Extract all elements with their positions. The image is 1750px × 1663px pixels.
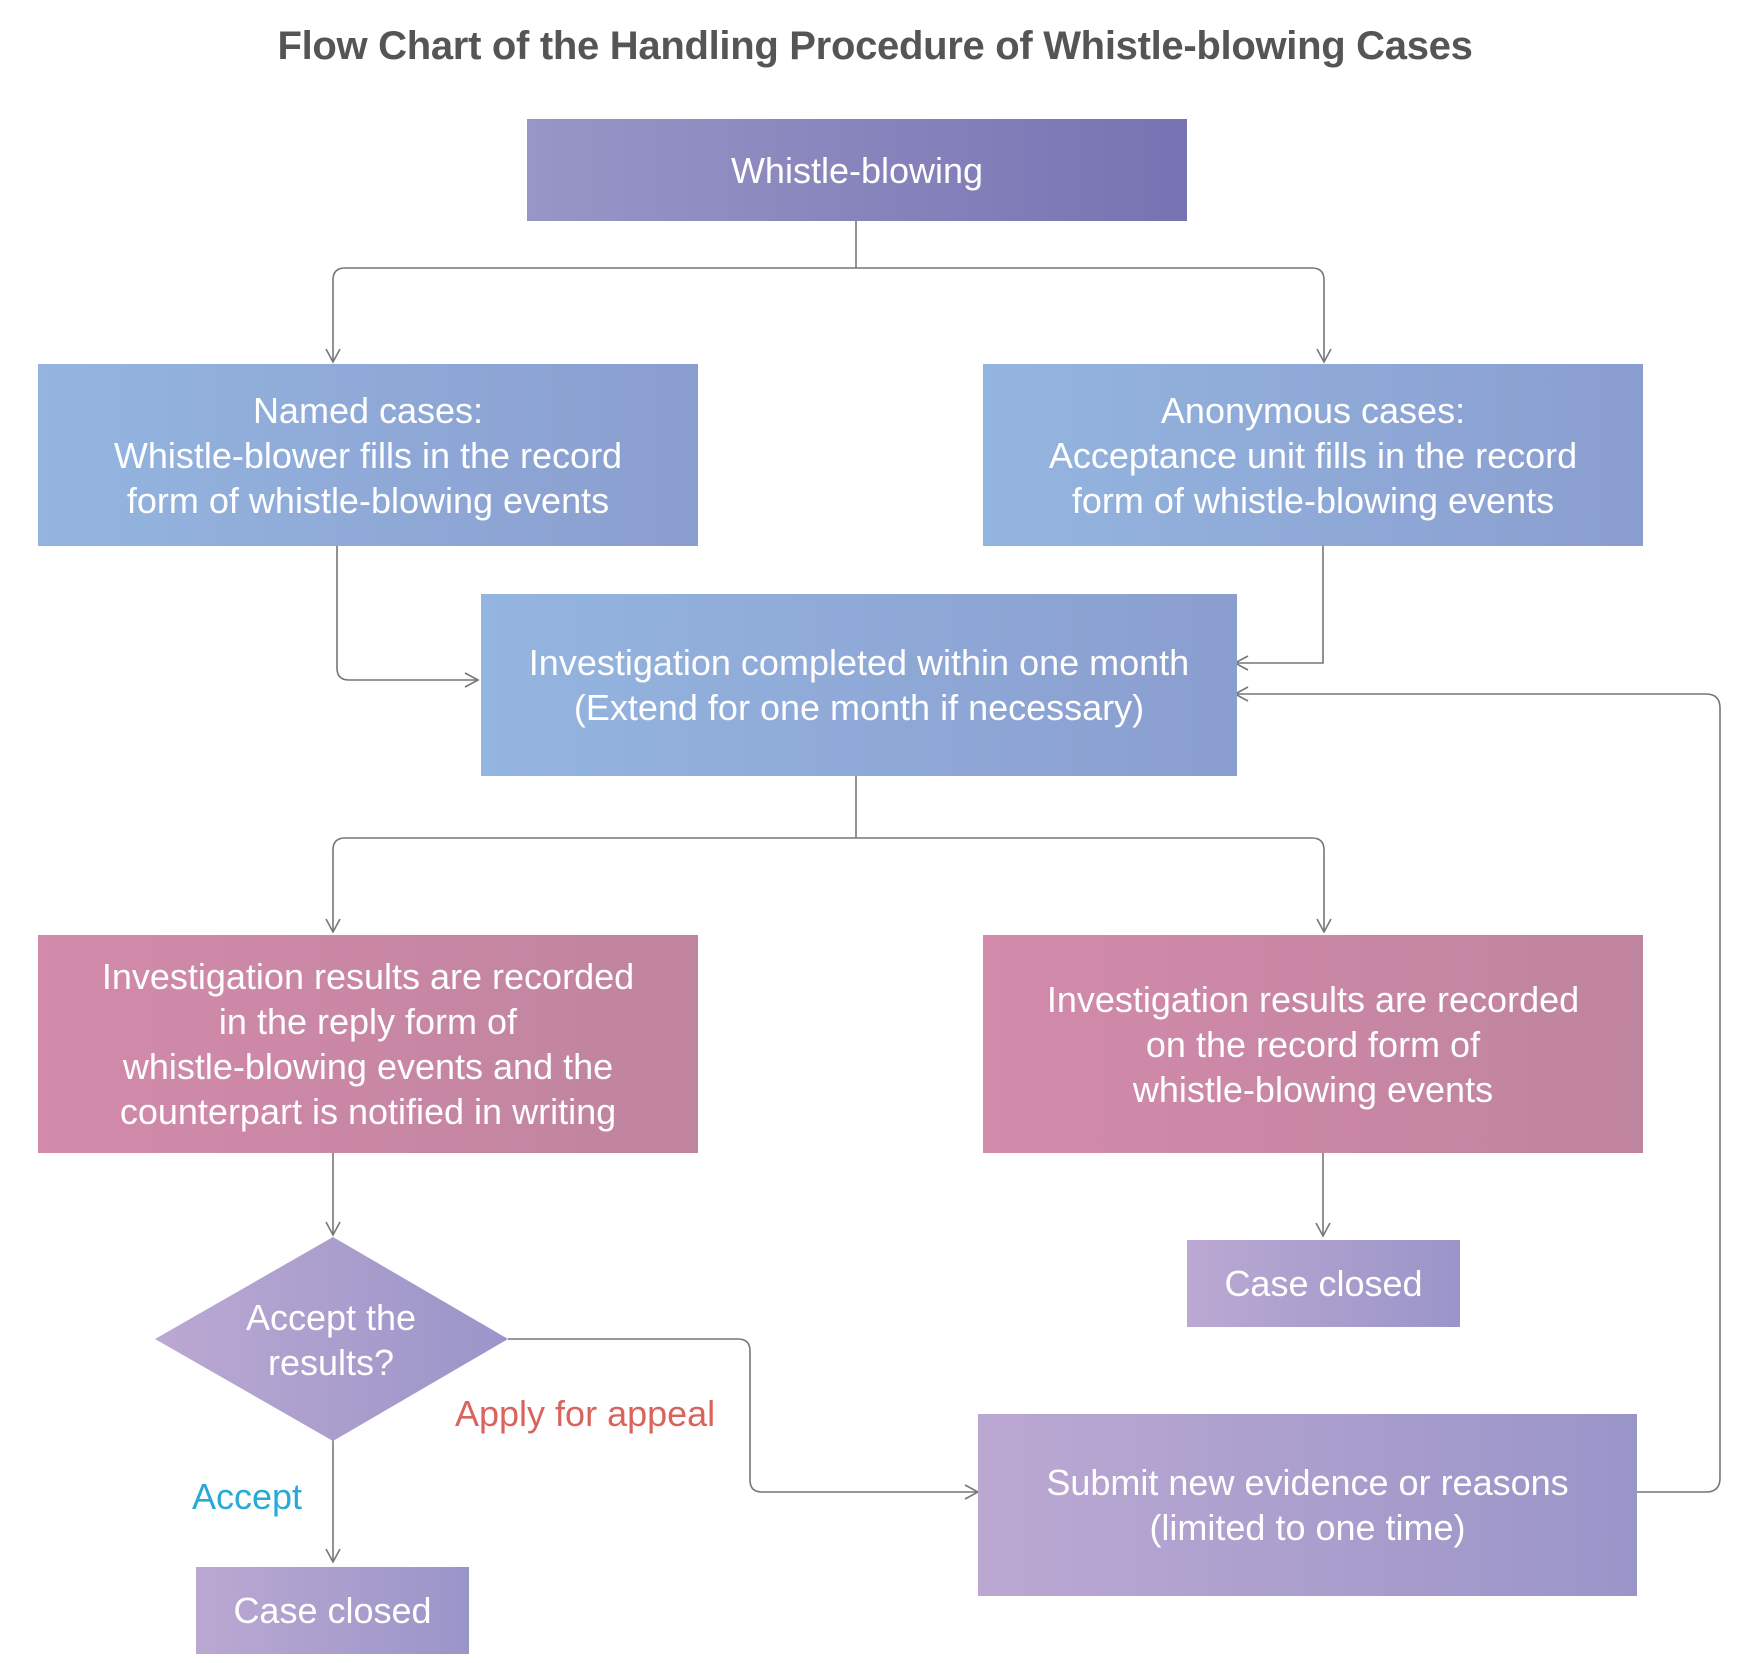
node-results-record-form-label: Investigation results are recorded on th… xyxy=(1046,978,1580,1110)
node-results-record-form: Investigation results are recorded on th… xyxy=(983,935,1643,1153)
node-results-reply-form-label: Investigation results are recorded in th… xyxy=(101,956,635,1132)
chart-title: Flow Chart of the Handling Procedure of … xyxy=(277,24,1473,68)
node-whistle-blowing-label: Whistle-blowing xyxy=(730,149,984,191)
edge-investigation-to-record xyxy=(856,837,1332,934)
edge-label-appeal: Apply for appeal xyxy=(455,1393,716,1434)
node-case-closed-right: Case closed xyxy=(1187,1240,1460,1327)
decision-diamond xyxy=(155,1237,508,1441)
edge-anonymous-to-investigation xyxy=(1233,545,1324,671)
node-named-cases: Named cases: Whistle-blower fills in the… xyxy=(38,364,698,546)
node-case-closed-left-label: Case closed xyxy=(233,1590,432,1631)
node-results-reply-form: Investigation results are recorded in th… xyxy=(38,935,698,1153)
node-investigation: Investigation completed within one month… xyxy=(481,594,1237,776)
edge-start-to-anonymous xyxy=(856,267,1332,364)
edge-start-to-named xyxy=(325,267,856,364)
node-decision-label: Accept the results? xyxy=(245,1297,417,1383)
edge-appeal-loop xyxy=(1233,686,1721,1493)
node-anonymous-cases: Anonymous cases: Acceptance unit fills i… xyxy=(983,364,1643,546)
node-case-closed-left: Case closed xyxy=(196,1567,469,1654)
node-whistle-blowing: Whistle-blowing xyxy=(527,119,1187,221)
node-submit-evidence: Submit new evidence or reasons (limited … xyxy=(978,1414,1637,1596)
node-anonymous-cases-label: Anonymous cases: Acceptance unit fills i… xyxy=(1048,389,1578,521)
edge-label-accept: Accept xyxy=(192,1476,303,1517)
node-named-cases-label: Named cases: Whistle-blower fills in the… xyxy=(113,389,623,521)
node-investigation-label: Investigation completed within one month… xyxy=(528,642,1190,728)
edge-investigation-to-reply xyxy=(325,837,856,934)
node-case-closed-right-label: Case closed xyxy=(1224,1263,1423,1304)
edge-named-to-investigation xyxy=(336,545,480,688)
node-submit-evidence-label: Submit new evidence or reasons (limited … xyxy=(1046,1462,1569,1548)
edge-decision-appeal xyxy=(508,1338,980,1500)
